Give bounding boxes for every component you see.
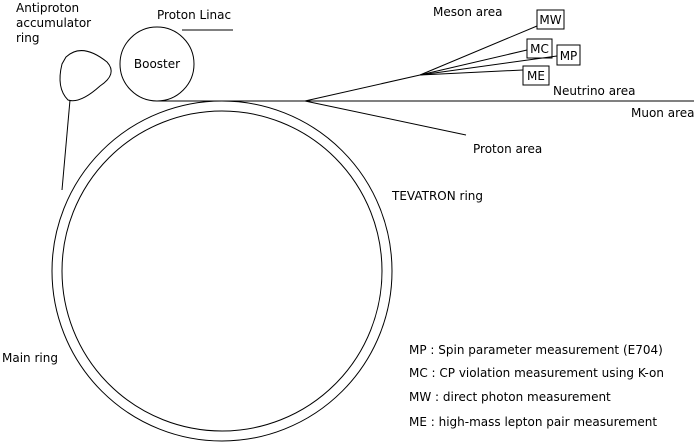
- proton-linac-label: Proton Linac: [157, 8, 231, 22]
- mp-beamline: [419, 55, 558, 76]
- legend-item-mp: MP : Spin parameter measurement (E704): [409, 343, 663, 357]
- mc-box: [526, 38, 553, 59]
- antiproton-label-line3: ring: [16, 31, 40, 45]
- antiproton-accumulator-ring: [59, 50, 112, 102]
- mw-beamline: [419, 25, 538, 76]
- mw-box-label: MW: [539, 13, 561, 27]
- legend-item-me: ME : high-mass lepton pair measurement: [409, 415, 657, 429]
- mp-box-label: MP: [560, 49, 578, 63]
- tevatron-ring-label: TEVATRON ring: [391, 189, 483, 203]
- proton-area-beamline: [304, 100, 467, 136]
- mp-box: [556, 44, 581, 66]
- tevatron-ring-circle: [61, 110, 383, 432]
- me-beamline: [419, 69, 524, 76]
- mc-box-label: MC: [530, 42, 549, 56]
- muon-area-label: Muon area: [631, 106, 694, 120]
- legend-item-mw: MW : direct photon measurement: [409, 390, 611, 404]
- antiproton-label-line1: Antiproton: [16, 1, 79, 15]
- legend-item-mc: MC : CP violation measurement using K-on: [409, 366, 664, 380]
- antiproton-label-line2: accumulator: [16, 16, 91, 30]
- me-box: [522, 65, 550, 86]
- main-ring-circle: [51, 100, 393, 442]
- proton-area-label: Proton area: [473, 142, 542, 156]
- me-box-label: ME: [527, 69, 545, 83]
- main-ring-label: Main ring: [2, 351, 58, 365]
- meson-trunk-line: [304, 74, 421, 102]
- booster-label: Booster: [134, 57, 180, 71]
- mc-beamline: [419, 49, 528, 76]
- meson-area-label: Meson area: [433, 5, 503, 19]
- mw-box: [536, 9, 565, 30]
- antiproton-transfer-line: [61, 99, 71, 191]
- neutrino-area-label: Neutrino area: [553, 84, 635, 98]
